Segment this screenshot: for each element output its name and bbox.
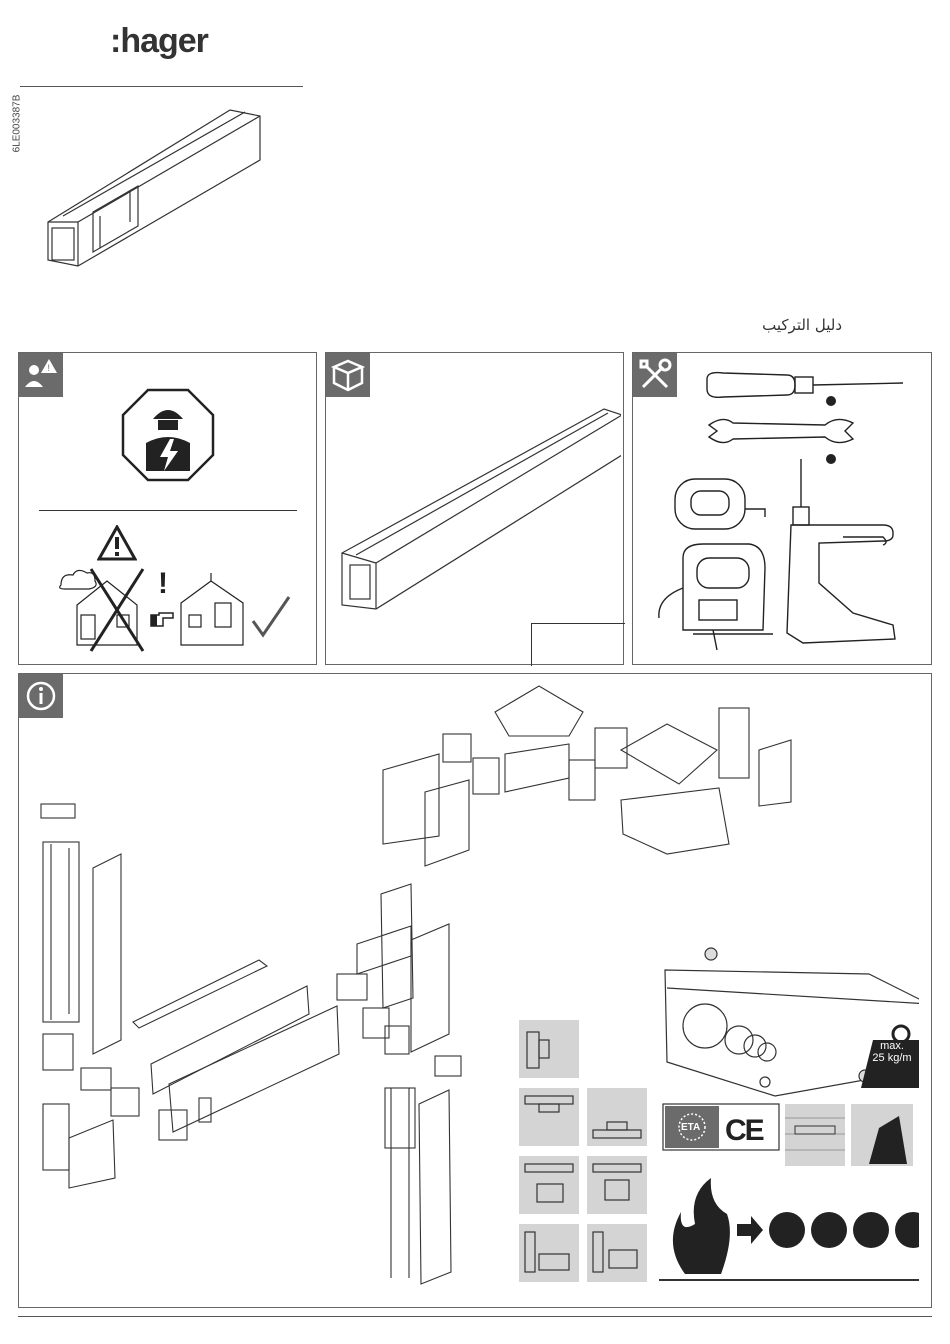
max-load-line2: 25 kg/m <box>867 1052 917 1064</box>
qualified-electrician-icon <box>120 387 216 483</box>
tools-icon <box>633 353 677 397</box>
tape-measure-illustration <box>671 473 771 533</box>
indoor-house-illustration <box>177 571 297 651</box>
electrician-warning-icon: ! <box>19 353 63 397</box>
weather-house-crossed-illustration <box>57 565 157 655</box>
ce-mark: CE <box>725 1114 763 1148</box>
safety-divider <box>39 510 297 511</box>
screwdriver-illustration <box>703 367 911 407</box>
package-panel <box>325 352 624 665</box>
exclamation-mark: ! <box>158 567 168 601</box>
brand-logo: :hager <box>110 22 208 61</box>
trunking-product-illustration <box>38 104 268 269</box>
eta-mark: ETA <box>681 1122 700 1133</box>
installation-manual-title: دليل التركيب <box>762 316 842 334</box>
info-panel: max. 25 kg/m ETA CE <box>18 673 932 1308</box>
warning-triangle-icon <box>97 525 137 561</box>
safety-panel: ! ! <box>18 352 317 665</box>
max-load-label: max. 25 kg/m <box>867 1040 917 1064</box>
svg-text:!: ! <box>48 363 51 373</box>
quantity-label-box <box>531 623 625 666</box>
box-icon <box>326 353 370 397</box>
tools-panel <box>632 352 932 665</box>
exploded-accessories-illustration <box>39 684 919 1294</box>
trunking-length-illustration <box>336 405 621 615</box>
pointing-hand-icon <box>149 611 175 629</box>
document-id: 6LE003387B <box>12 79 23 169</box>
footer-divider <box>18 1316 932 1317</box>
jigsaw-illustration <box>653 538 783 653</box>
drill-illustration <box>783 453 923 653</box>
max-load-line1: max. <box>867 1040 917 1052</box>
header-divider <box>20 86 303 87</box>
